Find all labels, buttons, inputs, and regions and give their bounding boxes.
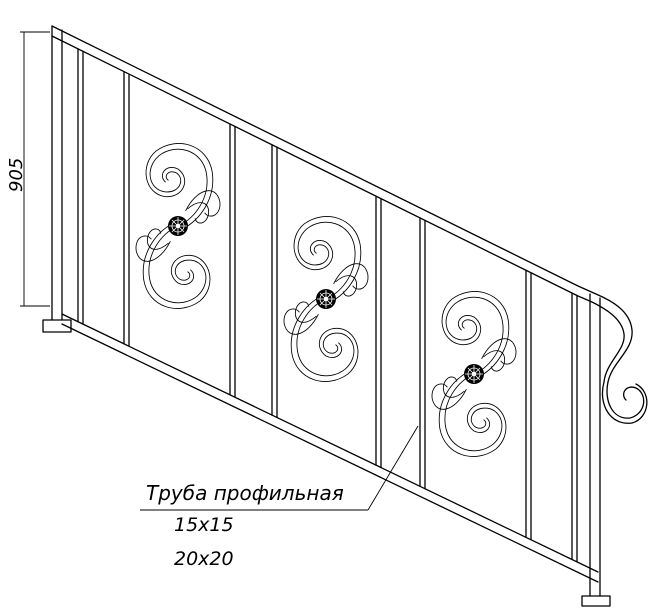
height-dimension: 905 [6, 31, 50, 307]
balusters [77, 48, 578, 563]
ornament-3 [432, 291, 516, 456]
rosette-icon [167, 215, 189, 237]
rosette-icon [463, 363, 485, 385]
height-dimension-label: 905 [6, 158, 27, 192]
rosette-icon [315, 288, 337, 310]
bottom-rail [61, 313, 599, 583]
ornament-2 [284, 216, 368, 381]
callout-label: Труба профильная [146, 481, 344, 505]
left-post [42, 25, 72, 333]
callout-size-1: 15x15 [174, 514, 234, 536]
callout: Труба профильная 15x15 20x20 [140, 425, 419, 570]
top-rail [51, 25, 648, 424]
callout-size-2: 20x20 [174, 548, 234, 570]
right-post [581, 293, 611, 607]
ornament-1 [136, 143, 220, 308]
